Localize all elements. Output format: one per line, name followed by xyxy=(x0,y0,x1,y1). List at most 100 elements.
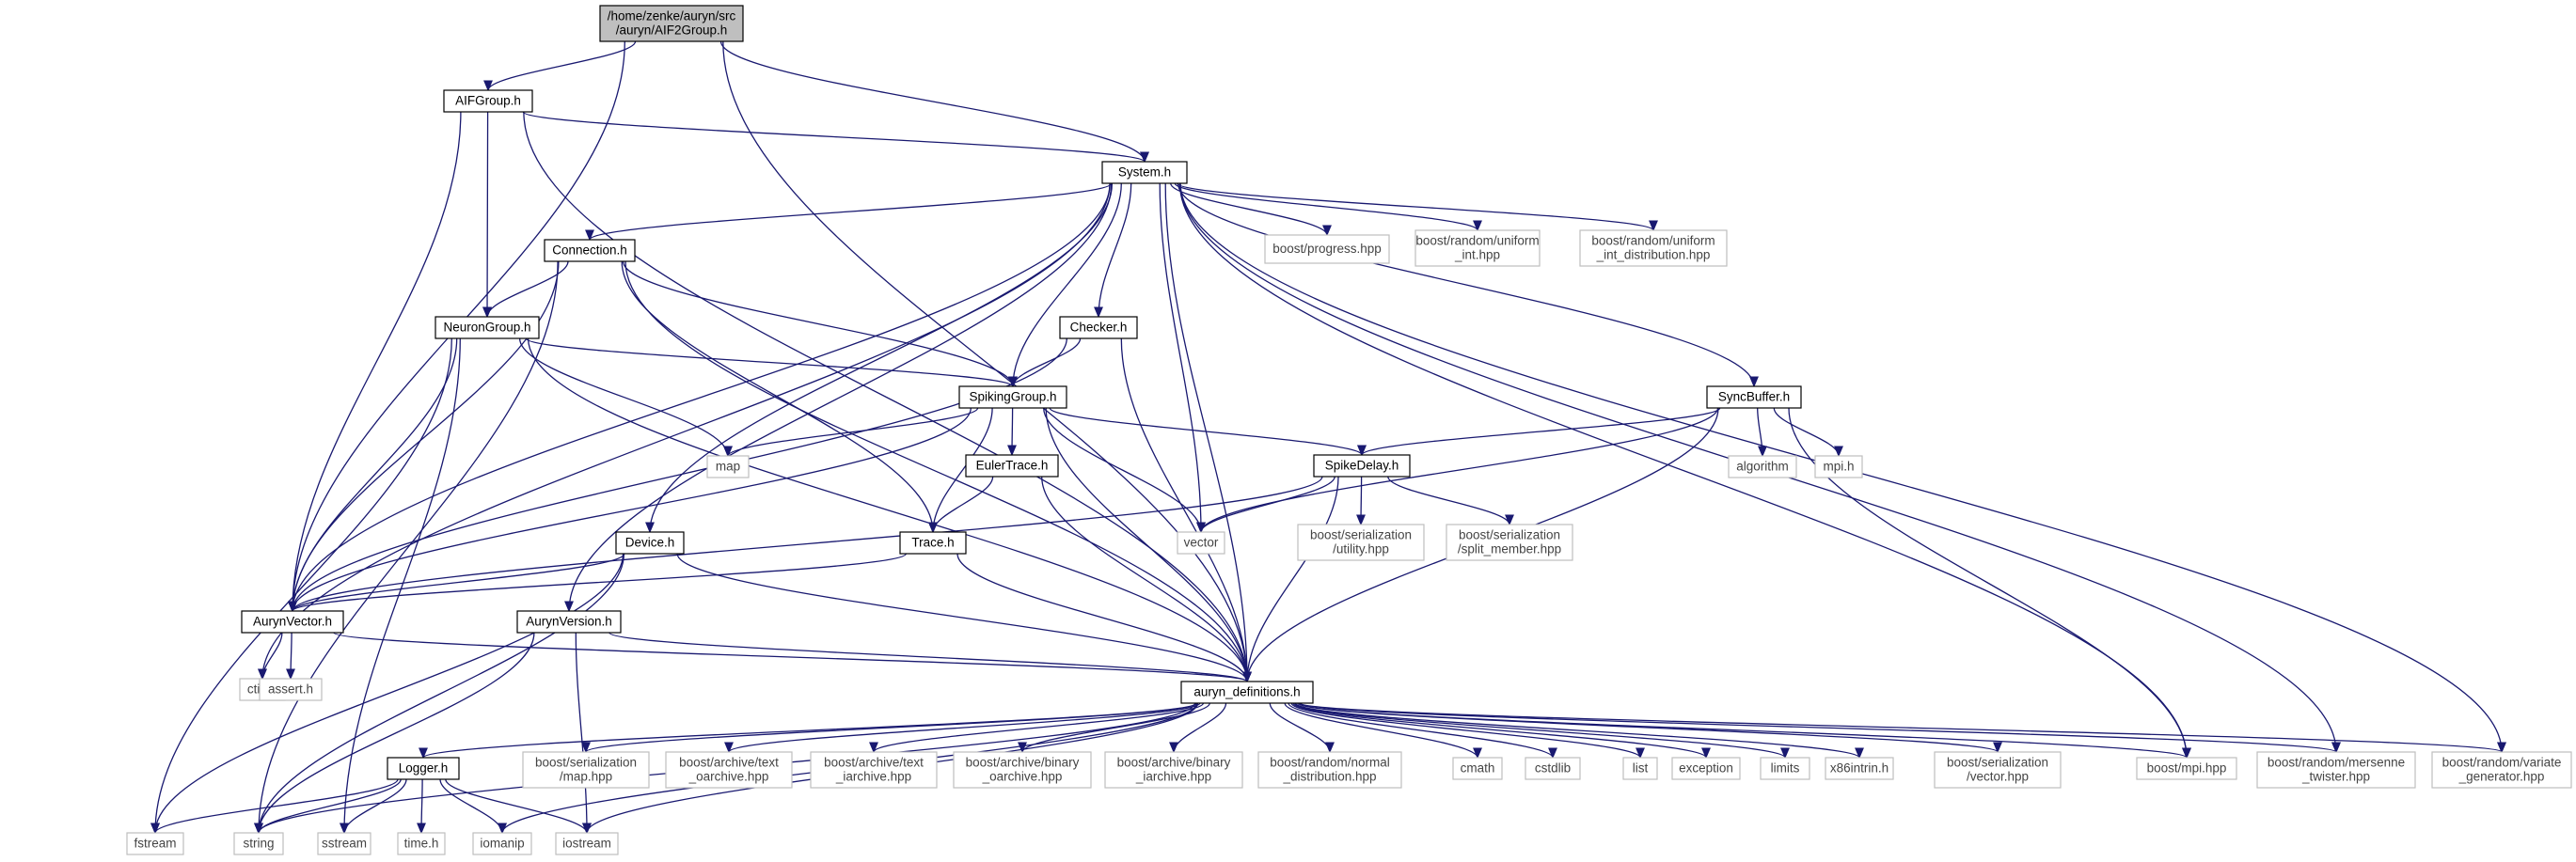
arrowhead-system-to-progress xyxy=(1322,225,1332,237)
node-box-root xyxy=(599,5,744,42)
node-algorithm: algorithm xyxy=(1728,455,1797,478)
edge-spikedelay-to-vector xyxy=(1200,476,1335,533)
node-device[interactable]: Device.h xyxy=(615,531,685,555)
node-spikedelay[interactable]: SpikeDelay.h xyxy=(1313,454,1411,478)
node-box-ser_map xyxy=(522,751,650,789)
node-spikinggroup[interactable]: SpikingGroup.h xyxy=(958,385,1067,409)
node-box-connection xyxy=(544,239,636,262)
node-eulertrace[interactable]: EulerTrace.h xyxy=(965,454,1059,478)
node-cstdlib: cstdlib xyxy=(1525,757,1581,780)
edge-neurongroup-to-aurynvector xyxy=(292,337,458,612)
node-label-neurongroup-0: NeuronGroup.h xyxy=(443,321,530,335)
node-system[interactable]: System.h xyxy=(1101,161,1188,184)
arrowhead-system-to-uniform_int xyxy=(1473,220,1482,232)
node-list: list xyxy=(1622,757,1658,780)
node-box-ser_split xyxy=(1446,524,1573,561)
node-checker[interactable]: Checker.h xyxy=(1059,316,1138,339)
node-label-cmath-0: cmath xyxy=(1461,761,1495,776)
edge-logger-to-string xyxy=(258,778,402,834)
arrowhead-checker-to-spikinggroup xyxy=(1008,376,1018,388)
node-uniform_int: boost/random/uniform_int.hpp xyxy=(1414,229,1541,267)
edge-root-to-aifgroup xyxy=(487,40,637,91)
node-root[interactable]: /home/zenke/auryn/src/auryn/AIF2Group.h xyxy=(599,5,744,42)
node-label-uniform_int-1: _int.hpp xyxy=(1454,248,1500,262)
node-label-binary_iarchive-1: _iarchive.hpp xyxy=(1135,770,1211,784)
edge-definitions-to-limits xyxy=(1293,702,1786,759)
node-label-ser_utility-1: /utility.hpp xyxy=(1333,542,1389,556)
node-aurynversion[interactable]: AurynVersion.h xyxy=(516,610,622,634)
node-label-variate-1: _generator.hpp xyxy=(2458,770,2545,784)
node-label-mersenne-0: boost/random/mersenne xyxy=(2268,756,2405,770)
node-box-neurongroup xyxy=(435,316,540,339)
edge-system-to-syncbuffer xyxy=(1177,182,1755,387)
edge-spikedelay-to-aurynvector xyxy=(292,476,1323,612)
node-syncbuffer[interactable]: SyncBuffer.h xyxy=(1706,385,1802,409)
edge-definitions-to-list xyxy=(1290,702,1641,759)
edge-system-to-ctime xyxy=(261,182,1111,680)
node-neurongroup[interactable]: NeuronGroup.h xyxy=(435,316,540,339)
arrowhead-system-to-connection xyxy=(585,229,594,242)
edge-syncbuffer-to-spikedelay xyxy=(1361,407,1721,456)
node-label-ser_vector-1: /vector.hpp xyxy=(1967,770,2029,784)
node-label-vector-0: vector xyxy=(1184,536,1219,550)
node-logger[interactable]: Logger.h xyxy=(387,757,460,780)
arrowhead-aifgroup-to-system xyxy=(1140,151,1149,164)
node-definitions[interactable]: auryn_definitions.h xyxy=(1180,681,1314,704)
node-label-mersenne-1: _twister.hpp xyxy=(2301,770,2370,784)
arrowhead-spikedelay-to-ser_split xyxy=(1505,514,1514,526)
arrowhead-definitions-to-mersenne xyxy=(2331,742,2341,754)
node-label-normal_dist-0: boost/random/normal xyxy=(1270,756,1390,770)
edge-spikedelay-to-ser_split xyxy=(1387,476,1510,525)
arrowhead-definitions-to-limits xyxy=(1780,747,1790,760)
edge-definitions-to-mersenne xyxy=(1299,702,2337,753)
arrowhead-aurynversion-to-definitions xyxy=(1242,671,1252,683)
node-label-definitions-0: auryn_definitions.h xyxy=(1193,685,1300,699)
node-label-iostream-0: iostream xyxy=(562,837,611,851)
node-label-text_oarchive-0: boost/archive/text xyxy=(679,756,779,770)
edge-system-to-aurynversion xyxy=(568,182,1113,612)
node-box-normal_dist xyxy=(1257,751,1402,789)
node-time_h: time.h xyxy=(397,832,446,855)
node-label-list-0: list xyxy=(1633,761,1649,776)
arrowhead-syncbuffer-to-algorithm xyxy=(1758,446,1767,458)
edge-system-to-vector xyxy=(1159,182,1202,533)
node-label-syncbuffer-0: SyncBuffer.h xyxy=(1718,390,1790,404)
arrowhead-connection-to-neurongroup xyxy=(482,306,492,319)
node-box-eulertrace xyxy=(965,454,1059,478)
node-iomanip: iomanip xyxy=(472,832,532,855)
node-mpi_h: mpi.h xyxy=(1814,455,1863,478)
node-box-device xyxy=(615,531,685,555)
node-ser_vector: boost/serialization/vector.hpp xyxy=(1934,751,2062,789)
node-box-x86intrin xyxy=(1825,757,1894,780)
node-trace[interactable]: Trace.h xyxy=(899,531,967,555)
node-vector: vector xyxy=(1177,531,1225,555)
edge-connection-to-string xyxy=(258,260,559,834)
node-connection[interactable]: Connection.h xyxy=(544,239,636,262)
node-label-sstream-0: sstream xyxy=(322,837,367,851)
edge-spikinggroup-to-trace xyxy=(932,407,993,533)
edge-spikinggroup-to-definitions xyxy=(1045,407,1248,682)
edge-neurongroup-to-map xyxy=(518,337,729,457)
edge-definitions-to-variate xyxy=(1300,702,2503,753)
node-box-text_iarchive xyxy=(810,751,938,789)
node-box-cmath xyxy=(1452,757,1503,780)
node-aifgroup[interactable]: AIFGroup.h xyxy=(443,89,533,113)
arrowhead-logger-to-iomanip xyxy=(498,823,507,835)
node-aurynvector[interactable]: AurynVector.h xyxy=(241,610,344,634)
edge-system-to-progress xyxy=(1170,182,1328,236)
edge-root-to-system xyxy=(719,40,1146,163)
edge-aifgroup-to-aurynvector xyxy=(292,111,462,612)
edge-aurynversion-to-iostream xyxy=(575,632,588,834)
node-box-vector xyxy=(1177,531,1225,555)
edges-layer xyxy=(150,40,2506,835)
node-box-trace xyxy=(899,531,967,555)
arrowhead-logger-to-fstream xyxy=(150,823,160,835)
edge-connection-to-aurynvector xyxy=(292,260,560,612)
node-box-iostream xyxy=(555,832,619,855)
edge-trace-to-aurynvector xyxy=(292,553,908,612)
arrowhead-logger-to-string xyxy=(254,823,263,835)
node-ser_map: boost/serialization/map.hpp xyxy=(522,751,650,789)
node-box-text_oarchive xyxy=(665,751,793,789)
node-fstream: fstream xyxy=(126,832,184,855)
